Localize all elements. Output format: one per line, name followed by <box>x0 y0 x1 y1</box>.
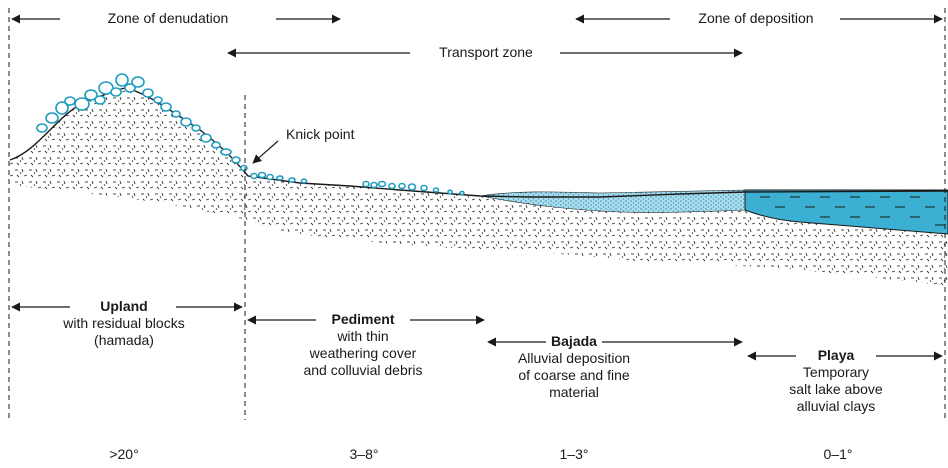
slope-playa: 0–1° <box>823 446 853 462</box>
slope-upland: >20° <box>109 446 139 462</box>
playa-water-dashes <box>760 196 945 226</box>
zone-transport-label: Transport zone <box>439 44 533 61</box>
landform-upland-name: Upland <box>100 298 148 314</box>
landform-playa: Playa Temporary salt lake above alluvial… <box>789 347 882 415</box>
landform-pediment: Pediment with thin weathering cover and … <box>303 311 422 379</box>
landform-playa-desc-3: alluvial clays <box>796 398 876 414</box>
landform-bajada-desc-2: of coarse and fine <box>518 367 630 383</box>
landform-bajada-desc-3: material <box>549 384 599 400</box>
landform-pediment-name: Pediment <box>331 311 395 327</box>
zone-denudation-label: Zone of denudation <box>107 10 229 27</box>
residual-blocks <box>36 73 465 196</box>
zone-deposition-label: Zone of deposition <box>698 10 814 27</box>
landform-pediment-desc-3: and colluvial debris <box>303 362 423 378</box>
landform-upland-desc-1: with residual blocks <box>63 315 185 331</box>
playa-lake <box>744 189 948 235</box>
surface-profile <box>9 87 948 198</box>
landform-pediment-desc-1: with thin <box>337 328 389 344</box>
landform-playa-desc-2: salt lake above <box>789 381 883 397</box>
knick-point-pointer <box>252 140 279 164</box>
knick-point-label: Knick point <box>286 126 355 142</box>
landform-playa-desc-1: Temporary <box>802 364 870 380</box>
landform-bajada-name: Bajada <box>551 333 597 349</box>
landform-upland-desc-2: (hamada) <box>94 332 154 348</box>
landform-bajada: Bajada Alluvial deposition of coarse and… <box>518 333 630 401</box>
landform-bajada-desc-1: Alluvial deposition <box>517 350 631 366</box>
landform-pediment-desc-2: weathering cover <box>309 345 417 361</box>
boundary-lines <box>8 8 946 420</box>
slope-pediment: 3–8° <box>349 446 379 462</box>
slope-bajada: 1–3° <box>559 446 589 462</box>
landform-playa-name: Playa <box>817 347 855 363</box>
landform-upland: Upland with residual blocks (hamada) <box>63 298 184 349</box>
